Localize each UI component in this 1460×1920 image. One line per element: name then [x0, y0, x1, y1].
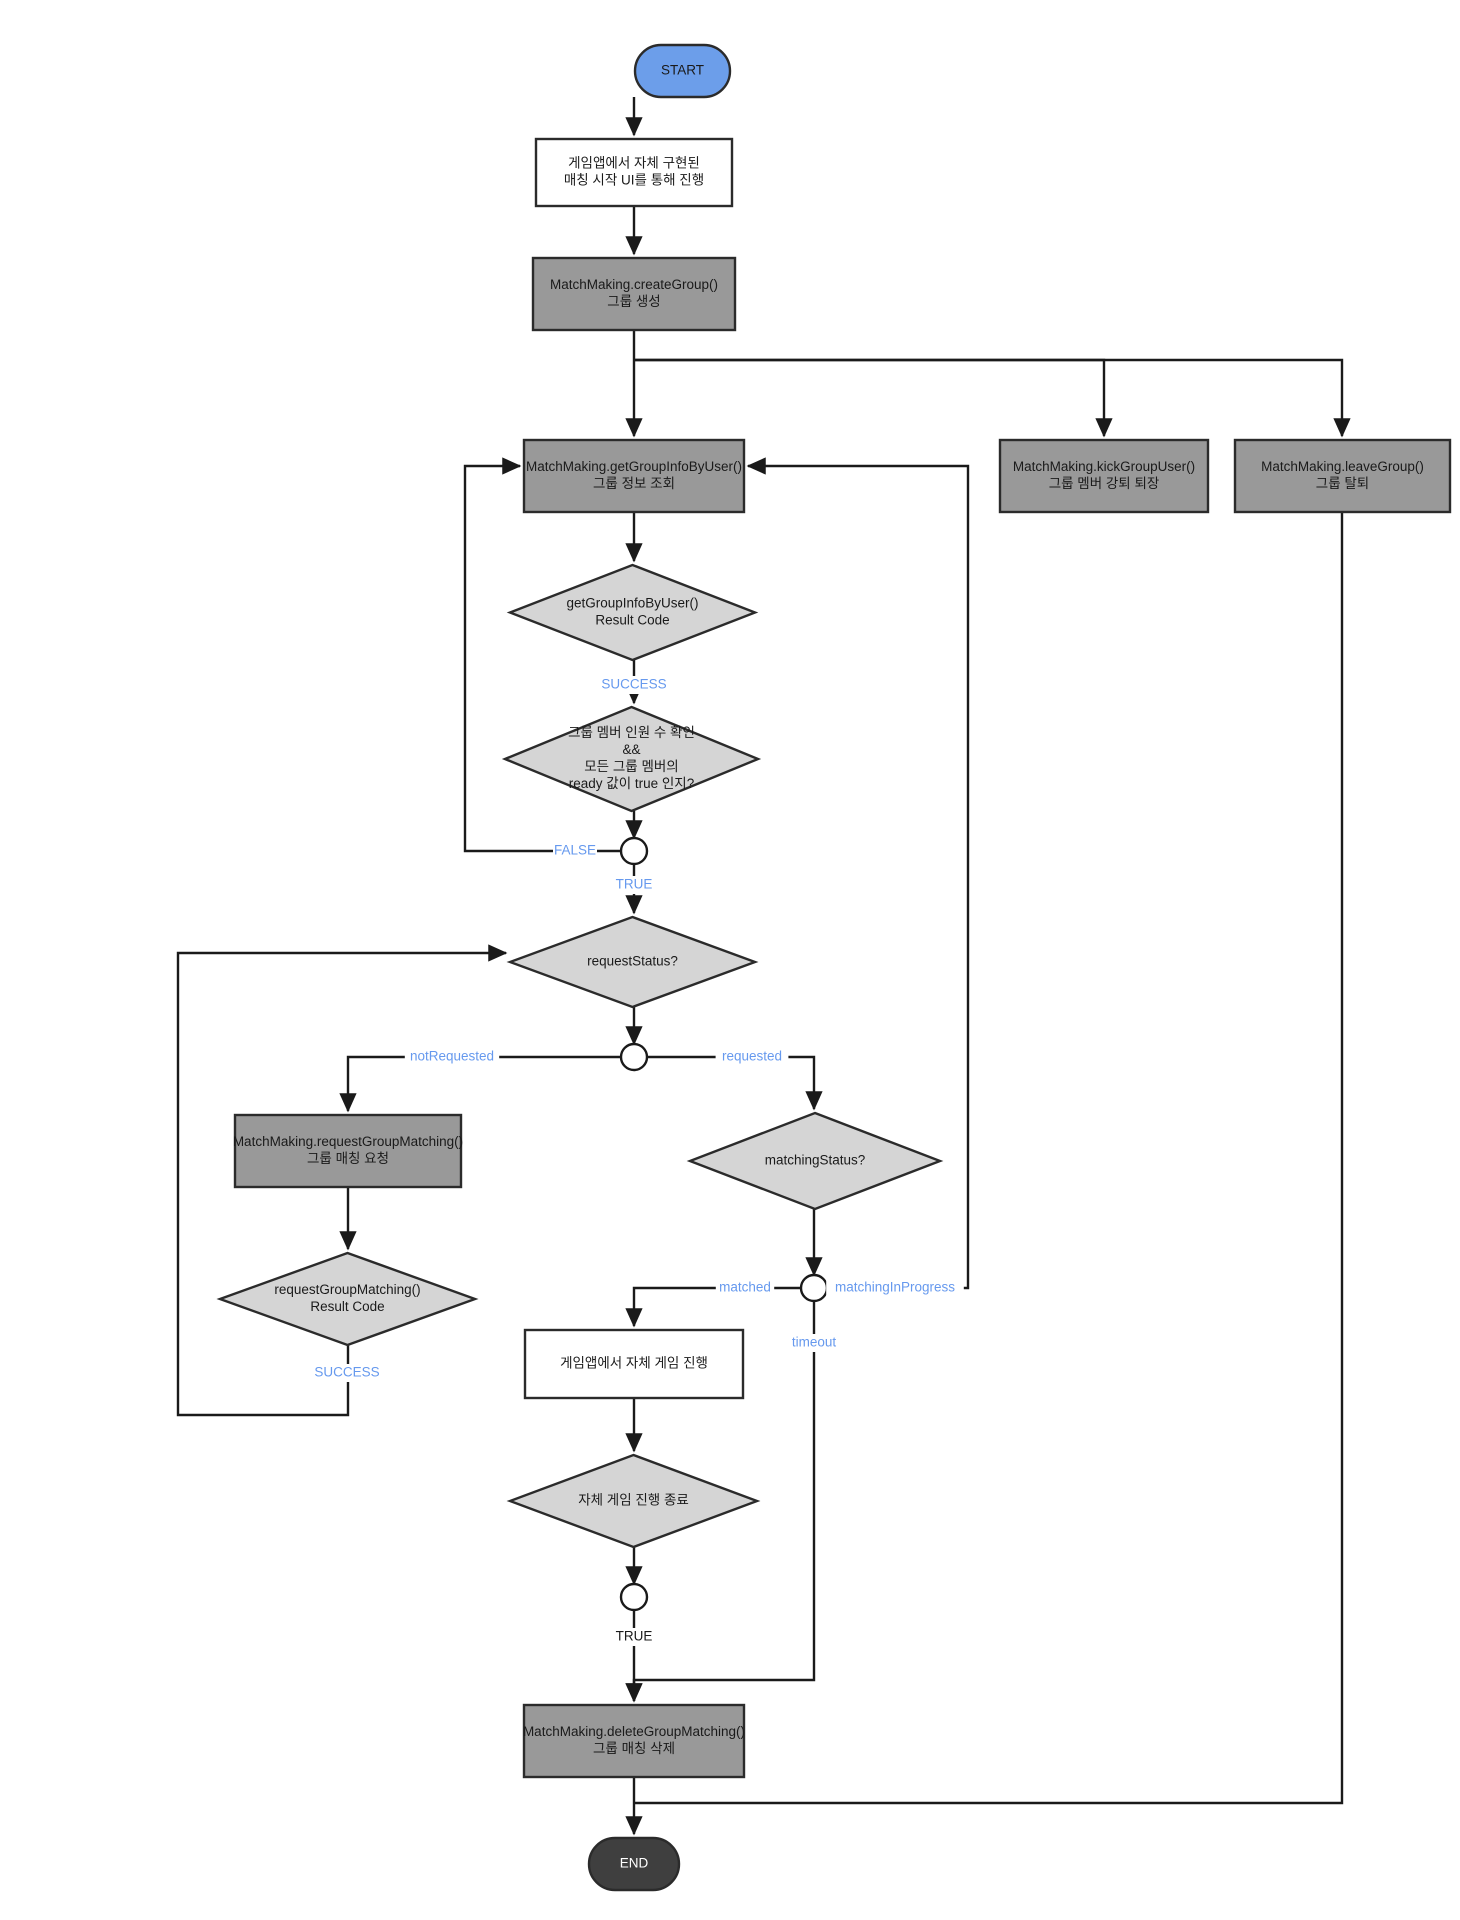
label-success-1: SUCCESS [601, 677, 666, 692]
label-true-1: TRUE [616, 877, 653, 892]
node-req-matching[interactable]: MatchMaking.requestGroupMatching() 그룹 매칭 … [233, 1113, 463, 1189]
node-shape-get-info [522, 438, 746, 514]
node-label-req-result: Result Code [310, 1299, 384, 1314]
node-game-play[interactable]: 게임앱에서 자체 게임 진행 [523, 1328, 745, 1400]
edge-notrequested [339, 1055, 621, 1113]
edge-label-backdrop [715, 1048, 789, 1066]
node-shape-leave-group [1233, 438, 1452, 514]
node-label-game-ui: 게임앱에서 자체 구현된 [568, 156, 700, 171]
edge-create-to-leave [634, 358, 1351, 438]
node-label-match-status: matchingStatus? [765, 1153, 866, 1168]
edge-requested [647, 1055, 823, 1111]
node-label-ready-check: 그룹 멤버 인원 수 확인 [568, 725, 695, 740]
label-requested: requested [722, 1049, 782, 1064]
node-label-req-result: requestGroupMatching() [274, 1282, 420, 1297]
node-label-kick-user: MatchMaking.kickGroupUser() [1013, 459, 1195, 474]
node-leave-group[interactable]: MatchMaking.leaveGroup() 그룹 탈퇴 [1233, 438, 1452, 514]
node-label-ready-check: ready 값이 true 인지? [569, 776, 694, 791]
edge-label-backdrop [317, 1364, 377, 1382]
node-shape-result-code [506, 563, 759, 662]
edge-label-backdrop [784, 1334, 844, 1352]
node-shape-delete-match [522, 1703, 746, 1779]
edge-label-backdrop [615, 1628, 653, 1646]
node-label-delete-match: 그룹 매칭 삭제 [593, 1741, 675, 1756]
node-label-game-play: 게임앱에서 자체 게임 진행 [560, 1356, 708, 1371]
connector-conn-ready [619, 836, 649, 866]
edge-label-backdrop [553, 842, 597, 860]
node-create-group[interactable]: MatchMaking.createGroup() 그룹 생성 [531, 256, 737, 332]
connector-conn-match [799, 1273, 829, 1303]
edge-label-backdrop [404, 1048, 500, 1066]
node-delete-match[interactable]: MatchMaking.deleteGroupMatching() 그룹 매칭 삭… [522, 1703, 746, 1779]
node-req-status[interactable]: requestStatus? [506, 915, 759, 1009]
node-label-delete-match: MatchMaking.deleteGroupMatching() [523, 1724, 745, 1739]
node-ready-check[interactable]: 그룹 멤버 인원 수 확인 && 모든 그룹 멤버의 ready 값이 true 인지… [501, 705, 762, 813]
edge-label-backdrop [715, 1279, 775, 1297]
node-shape-start [633, 43, 732, 99]
edges-layer [176, 97, 1351, 1836]
node-end[interactable]: END [587, 1836, 681, 1892]
node-shape-req-result [216, 1251, 479, 1347]
node-label-ready-check: 모든 그룹 멤버의 [584, 759, 678, 774]
node-label-req-matching: 그룹 매칭 요청 [307, 1151, 389, 1166]
node-match-status[interactable]: matchingStatus? [686, 1111, 944, 1211]
edge-leave-to-end [634, 512, 1344, 1805]
node-start[interactable]: START [633, 43, 732, 99]
node-label-leave-group: MatchMaking.leaveGroup() [1261, 459, 1424, 474]
node-label-req-matching: MatchMaking.requestGroupMatching() [233, 1134, 463, 1149]
node-shape-end [587, 1836, 681, 1892]
edge-label-backdrop [615, 876, 653, 894]
node-label-get-info: MatchMaking.getGroupInfoByUser() [526, 459, 742, 474]
edge-success2-loopback [176, 944, 508, 1417]
node-label-kick-user: 그룹 멤버 강퇴 퇴장 [1049, 476, 1160, 491]
label-success-2: SUCCESS [314, 1365, 379, 1380]
node-label-create-group: MatchMaking.createGroup() [550, 277, 718, 292]
label-timeout: timeout [792, 1335, 837, 1350]
node-get-info[interactable]: MatchMaking.getGroupInfoByUser() 그룹 정보 조회 [522, 438, 746, 514]
node-label-result-code: getGroupInfoByUser() [566, 596, 698, 611]
label-inprogress: matchingInProgress [835, 1280, 955, 1295]
node-shape-kick-user [998, 438, 1210, 514]
edge-create-to-kick [634, 358, 1113, 438]
node-label-game-ui: 매칭 시작 UI를 통해 진행 [564, 173, 704, 188]
label-true-2: TRUE [616, 1629, 653, 1644]
node-label-leave-group: 그룹 탈퇴 [1316, 476, 1369, 491]
node-label-end: END [620, 1856, 649, 1871]
node-shape-game-ui [534, 137, 734, 208]
node-req-result[interactable]: requestGroupMatching() Result Code [216, 1251, 479, 1347]
node-kick-user[interactable]: MatchMaking.kickGroupUser() 그룹 멤버 강퇴 퇴장 [998, 438, 1210, 514]
node-label-ready-check: && [622, 742, 640, 757]
node-label-game-end: 자체 게임 진행 종료 [578, 1493, 689, 1508]
node-label-create-group: 그룹 생성 [607, 294, 660, 309]
node-label-req-status: requestStatus? [587, 954, 678, 969]
node-shape-match-status [686, 1111, 944, 1211]
node-label-get-info: 그룹 정보 조회 [593, 476, 675, 491]
node-shape-req-matching [233, 1113, 463, 1189]
node-shape-game-end [506, 1453, 761, 1549]
connector-conn-request [619, 1042, 649, 1072]
connectors-layer [619, 836, 829, 1612]
edge-false-loopback [463, 457, 621, 853]
edge-label-backdrop [604, 676, 664, 694]
node-label-start: START [661, 63, 704, 78]
node-shape-req-status [506, 915, 759, 1009]
node-game-end[interactable]: 자체 게임 진행 종료 [506, 1453, 761, 1549]
node-shape-game-play [523, 1328, 745, 1400]
edge-label-backdrop [826, 1279, 964, 1297]
label-matched: matched [719, 1280, 771, 1295]
label-notrequested: notRequested [410, 1049, 494, 1064]
connector-conn-gameend [619, 1582, 649, 1612]
label-false: FALSE [554, 843, 596, 858]
node-result-code[interactable]: getGroupInfoByUser() Result Code [506, 563, 759, 662]
node-label-result-code: Result Code [595, 613, 669, 628]
node-shape-ready-check [501, 705, 762, 813]
node-shape-create-group [531, 256, 737, 332]
